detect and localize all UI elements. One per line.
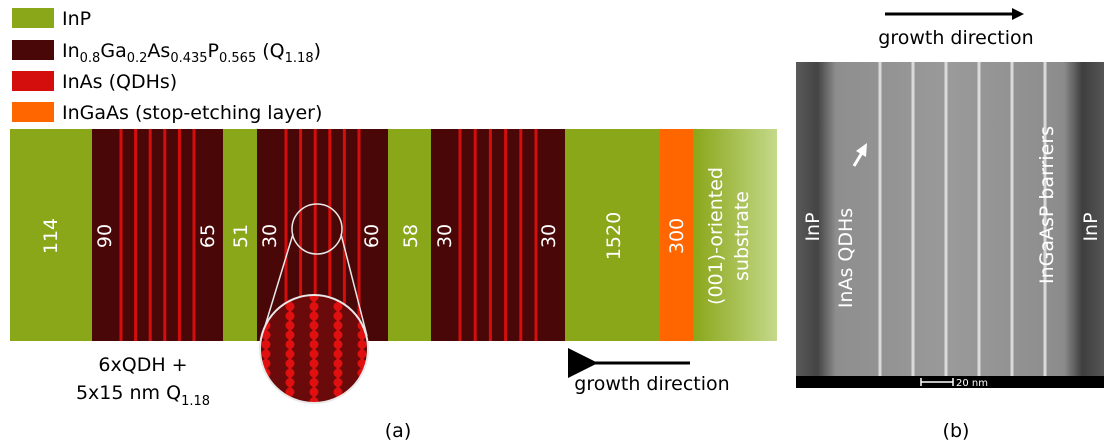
- legend-label-inp: InP: [62, 8, 91, 30]
- layer-ingaas-300: [660, 129, 693, 341]
- qdh-lines: [119, 129, 538, 341]
- micrograph-qdh-line: [1043, 62, 1047, 376]
- zoom-source-circle: [291, 203, 343, 255]
- layer-inp-114: [10, 129, 92, 341]
- qdh-line: [519, 129, 523, 341]
- quantum-dot: [261, 387, 271, 397]
- layer-label-90: 90: [94, 224, 116, 248]
- legend-label-ingaas: InGaAs (stop-etching layer): [62, 102, 322, 124]
- growth-direction-a: growth direction: [568, 348, 730, 395]
- zoom-connector-left: [261, 233, 294, 337]
- legend: InP In0.8Ga0.2As0.435P0.565 (Q1.18) InAs…: [12, 8, 322, 124]
- micrograph-panel: growth direction 20 nm InP InP InAs QDHs…: [796, 8, 1104, 389]
- panel-label-a: (a): [385, 420, 411, 442]
- layer-label-30c: 30: [538, 224, 560, 248]
- growth-arrow-right-head: [1012, 8, 1024, 20]
- legend-swatch-inp: [12, 8, 54, 28]
- panel-label-b: (b): [943, 420, 970, 442]
- layer-substrate: [693, 129, 777, 341]
- micrograph-qdh-label: InAs QDHs: [835, 208, 857, 308]
- qdh-line: [284, 129, 288, 341]
- qdh-line: [504, 129, 508, 341]
- layer-inp-51: [223, 129, 257, 341]
- qdh-line: [357, 129, 361, 341]
- layer-q-block-1: [92, 129, 223, 341]
- micrograph-qdh-line: [911, 62, 915, 376]
- qdh-line: [192, 129, 196, 341]
- micrograph-qdh-line: [944, 62, 948, 376]
- micrograph-qdh-lines: [878, 62, 1047, 376]
- qdh-line: [534, 129, 538, 341]
- quantum-dot: [357, 387, 367, 397]
- substrate-label-line1: (001)-oriented: [705, 167, 727, 305]
- micrograph-left-inp: InP: [802, 212, 824, 241]
- zoom-magnified-circle: [259, 294, 369, 404]
- growth-direction-label-a: growth direction: [574, 373, 729, 395]
- substrate-label-line2: substrate: [731, 191, 753, 281]
- qdh-line: [342, 129, 346, 341]
- qdh-line: [134, 129, 138, 341]
- layer-label-30a: 30: [259, 224, 281, 248]
- scale-bar-label: 20 nm: [956, 378, 988, 389]
- qdh-line: [458, 129, 462, 341]
- layer-label-30b: 30: [434, 224, 456, 248]
- layer-label-300: 300: [666, 218, 688, 254]
- qdh-line: [473, 129, 477, 341]
- micrograph-title: growth direction: [878, 27, 1033, 49]
- qdh-annotation: 6xQDH + 5x15 nm Q1.18: [76, 354, 210, 409]
- micrograph-right-inp: InP: [1080, 212, 1102, 241]
- quantum-dot: [357, 397, 367, 403]
- layer-label-65: 65: [197, 224, 219, 248]
- qdh-line: [313, 129, 317, 341]
- layer-q-block-3: [431, 129, 565, 341]
- layer-inp-1520: [565, 129, 660, 341]
- legend-swatch-q: [12, 40, 54, 60]
- qdh-line: [163, 129, 167, 341]
- micrograph-barrier-label: InGaAsP barriers: [1036, 126, 1058, 284]
- qdh-line: [119, 129, 123, 341]
- qdh-line: [488, 129, 492, 341]
- layer-stack: 114 90 65 51 30 60 58 30 30 1520 300 (00…: [10, 129, 777, 341]
- layer-label-114: 114: [40, 218, 62, 254]
- layer-label-1520: 1520: [603, 212, 625, 260]
- micrograph-qdh-line: [977, 62, 981, 376]
- qdh-line: [177, 129, 181, 341]
- layer-label-51: 51: [230, 224, 252, 248]
- legend-label-inas: InAs (QDHs): [62, 71, 177, 93]
- qdh-line: [328, 129, 332, 341]
- layer-label-58: 58: [400, 224, 422, 248]
- qdh-line: [148, 129, 152, 341]
- qdh-annotation-line2: 5x15 nm Q1.18: [76, 382, 210, 409]
- micrograph-qdh-line: [1010, 62, 1014, 376]
- layer-inp-58: [388, 129, 431, 341]
- legend-swatch-inas: [12, 71, 54, 91]
- zoom-connector-right: [340, 233, 368, 337]
- quantum-dot: [261, 397, 271, 403]
- micrograph-image: [796, 62, 1104, 388]
- micrograph-qdh-line: [878, 62, 882, 376]
- qdh-line: [299, 129, 303, 341]
- legend-label-q: In0.8Ga0.2As0.435P0.565 (Q1.18): [62, 40, 321, 66]
- qdh-annotation-line1: 6xQDH +: [98, 354, 187, 376]
- legend-swatch-ingaas: [12, 102, 54, 122]
- layer-label-60: 60: [361, 224, 383, 248]
